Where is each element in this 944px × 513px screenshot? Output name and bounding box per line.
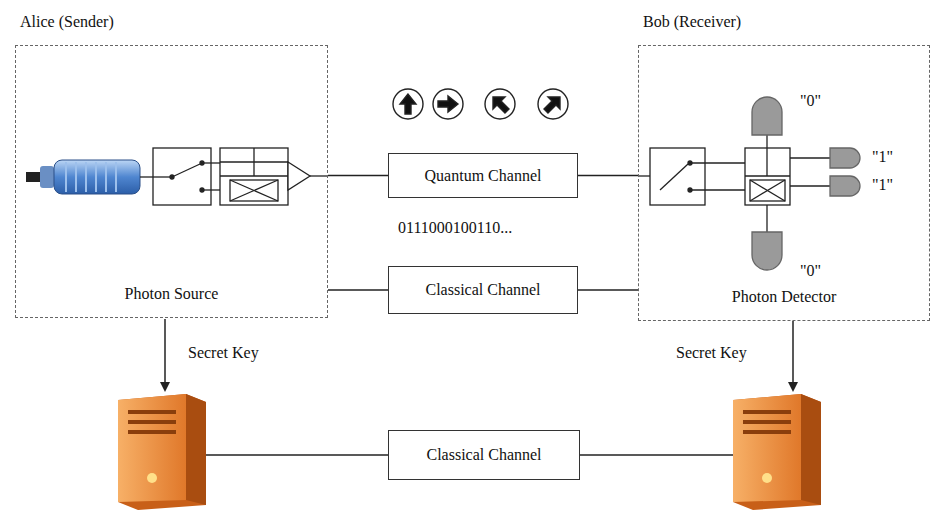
key-label: Secret Key bbox=[188, 344, 259, 362]
bit-string: 0111000100110... bbox=[398, 219, 512, 237]
channel-box: Classical Channel bbox=[388, 430, 580, 480]
channel-box: Quantum Channel bbox=[388, 153, 578, 198]
key-label: Secret Key bbox=[676, 344, 747, 362]
alice-polarizer bbox=[220, 148, 328, 205]
alice-switch bbox=[153, 148, 220, 205]
channel-link bbox=[328, 175, 388, 176]
sender-region: Alice (Sender)Photon Source bbox=[15, 45, 328, 318]
secret-key-arrows bbox=[165, 319, 793, 390]
box-label: Classical Channel bbox=[425, 281, 540, 299]
bob-detectors bbox=[745, 97, 860, 270]
detector-label: "1" bbox=[872, 176, 893, 194]
server-icons bbox=[118, 394, 821, 510]
region-heading: Bob (Receiver) bbox=[643, 13, 741, 31]
detector-label: "0" bbox=[800, 92, 821, 110]
channel-link bbox=[578, 289, 638, 290]
channel-box: Classical Channel bbox=[388, 266, 578, 314]
detector-label: "0" bbox=[800, 262, 821, 280]
laser-source bbox=[26, 160, 153, 194]
channel-link bbox=[328, 289, 388, 290]
region-heading: Alice (Sender) bbox=[20, 13, 114, 31]
channel-link bbox=[578, 175, 638, 176]
polarization-symbols bbox=[393, 89, 568, 119]
region-caption: Photon Detector bbox=[639, 288, 929, 306]
bob-switch bbox=[638, 148, 745, 205]
region-caption: Photon Source bbox=[16, 285, 327, 303]
box-label: Classical Channel bbox=[426, 446, 541, 464]
detector-label: "1" bbox=[872, 148, 893, 166]
box-label: Quantum Channel bbox=[425, 167, 542, 185]
